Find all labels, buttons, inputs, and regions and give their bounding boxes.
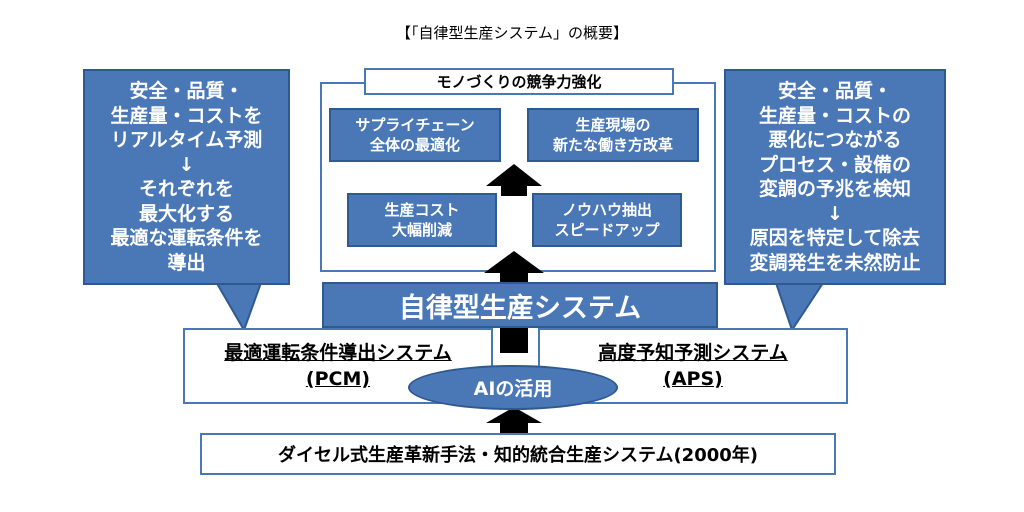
- left-callout-line: 生産量・コストを: [110, 104, 263, 127]
- up-arrow-icon: [484, 251, 544, 283]
- box-line: 生産コスト: [384, 201, 460, 219]
- right-callout-line: 変調発生を未然防止: [749, 251, 921, 274]
- pcm-abbr: (PCM): [305, 368, 371, 390]
- left-callout-line: 導出: [167, 251, 206, 274]
- up-arrow-icon: [486, 164, 542, 196]
- right-callout: 安全・品質・ 生産量・コストの 悪化につながる プロセス・設備の 変調の予兆を検…: [724, 69, 946, 285]
- left-callout-arrow: ↓: [178, 153, 195, 176]
- right-callout-line: プロセス・設備の: [758, 153, 911, 176]
- left-callout-line: それぞれを: [138, 178, 234, 200]
- box-line: ノウハウ抽出: [561, 201, 652, 219]
- arrow-stem: [500, 327, 528, 353]
- cost-reduction-box: 生産コスト 大幅削減: [347, 193, 497, 247]
- work-reform-box: 生産現場の 新たな働き方改革: [527, 108, 699, 162]
- right-callout-line: 変調の予兆を検知: [758, 178, 911, 200]
- pcm-name: 最適運転条件導出システム: [224, 342, 452, 364]
- left-callout-line: 最大化する: [138, 202, 234, 225]
- aps-name: 高度予知予測システム: [598, 342, 788, 364]
- competitiveness-label: モノづくりの競争力強化: [364, 68, 674, 95]
- pcm-system-box: 最適運転条件導出システム (PCM): [183, 328, 493, 404]
- box-line: サプライチェーン: [355, 116, 475, 134]
- up-arrow-icon: [486, 407, 542, 435]
- right-callout-arrow: ↓: [827, 202, 843, 225]
- foundation-box: ダイセル式生産革新手法・知的統合生産システム(2000年): [200, 433, 836, 475]
- left-callout: 安全・品質・ 生産量・コストを リアルタイム予測 ↓ それぞれを 最大化する 最…: [83, 69, 290, 285]
- autonomous-system-bar: 自律型生産システム: [322, 282, 718, 328]
- right-callout-line: 安全・品質・: [777, 80, 892, 102]
- left-callout-line: 安全・品質・: [129, 80, 244, 102]
- diagram-title: 【「自律型生産システム」の概要】: [395, 24, 629, 42]
- right-callout-line: 生産量・コストの: [758, 104, 911, 127]
- aps-abbr: (APS): [663, 368, 723, 390]
- left-callout-line: 最適な運転条件を: [110, 227, 263, 249]
- box-line: 全体の最適化: [369, 136, 460, 154]
- knowhow-box: ノウハウ抽出 スピードアップ: [532, 193, 682, 247]
- supply-chain-box: サプライチェーン 全体の最適化: [329, 108, 501, 162]
- ai-utilization-ellipse: AIの活用: [408, 365, 618, 410]
- box-line: 大幅削減: [391, 221, 452, 239]
- left-callout-line: リアルタイム予測: [110, 129, 263, 151]
- box-line: スピードアップ: [554, 221, 660, 239]
- right-callout-line: 原因を特定して除去: [749, 227, 921, 249]
- right-callout-line: 悪化につながる: [768, 129, 902, 151]
- box-line: 生産現場の: [575, 116, 651, 134]
- box-line: 新たな働き方改革: [552, 136, 673, 154]
